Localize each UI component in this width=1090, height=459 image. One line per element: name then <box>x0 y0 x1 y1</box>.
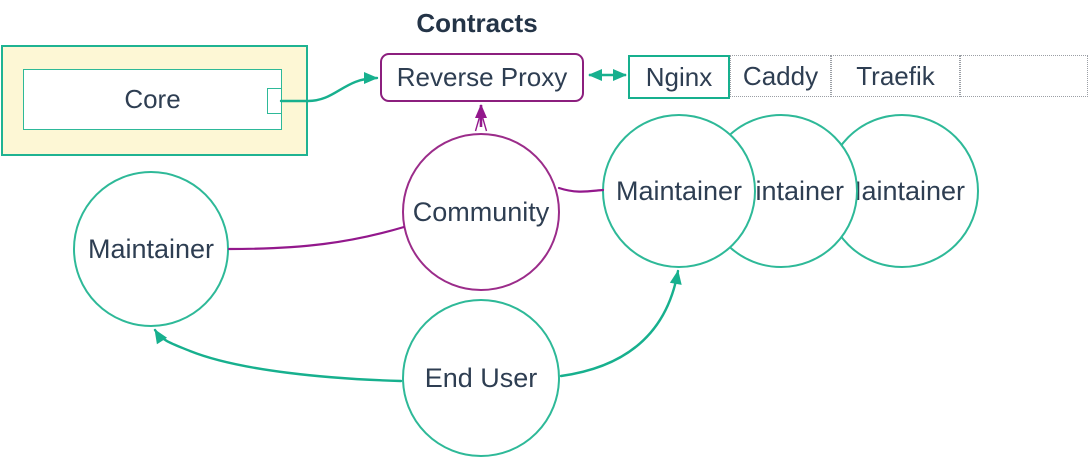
cell-nginx: Nginx <box>628 55 730 99</box>
community-circle: Community <box>402 133 560 291</box>
end-user-label: End User <box>424 362 538 393</box>
cell-traefik-label: Traefik <box>856 60 935 91</box>
maintainer-right-1-circle: Maintainer <box>602 114 756 268</box>
edge-end-user-to-maintainer-left <box>153 328 403 383</box>
cell-caddy: Caddy <box>730 55 831 97</box>
maintainer-left-label: Maintainer <box>87 233 215 264</box>
maintainer-right-3-label: Maintainer <box>838 175 966 206</box>
maintainer-left-circle: Maintainer <box>73 171 229 327</box>
cell-traefik: Traefik <box>831 55 960 97</box>
reverse-proxy-label: Reverse Proxy <box>396 62 568 92</box>
edge-community-maintainer-right <box>557 186 605 193</box>
cell-empty <box>960 55 1088 97</box>
core-node: Core <box>23 69 282 130</box>
reverse-proxy-node: Reverse Proxy <box>380 53 584 102</box>
core-node-label: Core <box>124 84 181 114</box>
cell-nginx-label: Nginx <box>645 61 713 92</box>
edge-community-arrow-tail <box>474 112 488 132</box>
end-user-circle: End User <box>402 299 560 457</box>
cell-caddy-label: Caddy <box>742 60 819 91</box>
maintainer-right-1-label: Maintainer <box>615 175 743 206</box>
core-port <box>267 88 282 114</box>
edge-maintainer-left-community <box>227 225 406 251</box>
edge-end-user-to-maintainer-right <box>559 269 682 378</box>
community-label: Community <box>412 196 550 227</box>
diagram-title: Contracts <box>416 8 538 38</box>
